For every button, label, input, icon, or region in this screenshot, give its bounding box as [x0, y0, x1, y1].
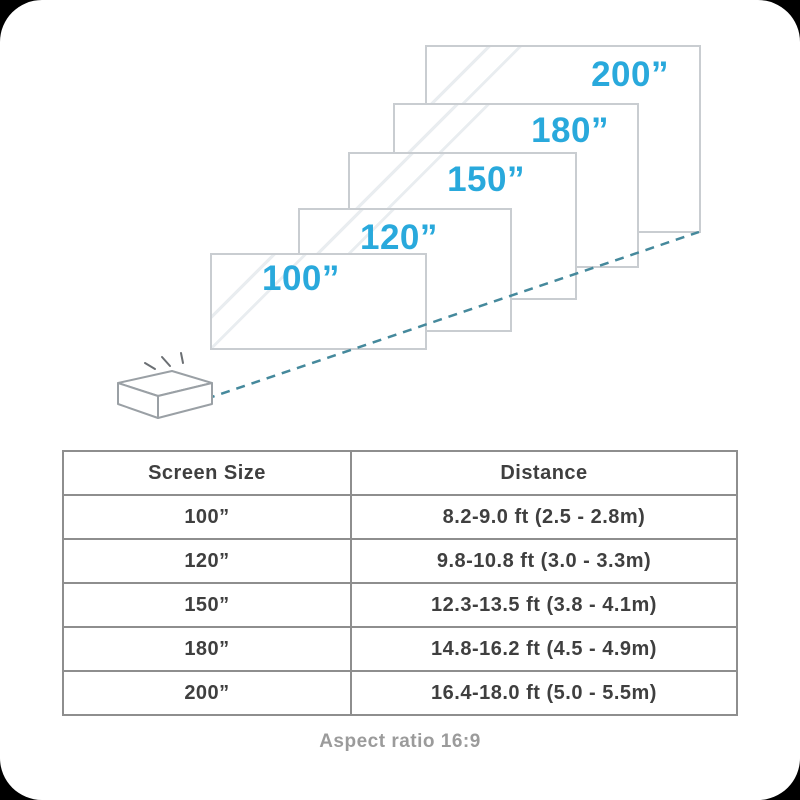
table-cell-size: 150” [184, 593, 230, 616]
table-cell-size: 180” [184, 637, 230, 660]
screen-100: 100” [210, 253, 427, 350]
screen-label-120: 120” [360, 218, 438, 257]
table-cell-size: 200” [184, 681, 230, 704]
table-header-screen-size: Screen Size [148, 461, 266, 484]
screen-label-200: 200” [591, 55, 669, 94]
table-cell-distance: 8.2-9.0 ft (2.5 - 2.8m) [350, 496, 736, 538]
projector-icon [117, 370, 213, 419]
distance-table: Screen Size Distance 100” 8.2-9.0 ft (2.… [62, 450, 738, 716]
table-cell-distance: 12.3-13.5 ft (3.8 - 4.1m) [350, 584, 736, 626]
table-cell-size: 100” [184, 505, 230, 528]
aspect-ratio-caption: Aspect ratio 16:9 [319, 731, 481, 752]
table-row: 100” 8.2-9.0 ft (2.5 - 2.8m) [64, 494, 736, 538]
table-cell-distance: 16.4-18.0 ft (5.0 - 5.5m) [350, 672, 736, 714]
projection-diagram: 200” 180” 150” 120” 100” [117, 45, 701, 419]
screen-label-180: 180” [531, 111, 609, 150]
table-row: 120” 9.8-10.8 ft (3.0 - 3.3m) [64, 538, 736, 582]
light-flash-icon [144, 352, 184, 370]
table-row: 200” 16.4-18.0 ft (5.0 - 5.5m) [64, 670, 736, 714]
screen-label-100: 100” [262, 259, 340, 298]
table-cell-size: 120” [184, 549, 230, 572]
table-row: 150” 12.3-13.5 ft (3.8 - 4.1m) [64, 582, 736, 626]
table-cell-distance: 14.8-16.2 ft (4.5 - 4.9m) [350, 628, 736, 670]
table-row: 180” 14.8-16.2 ft (4.5 - 4.9m) [64, 626, 736, 670]
table-header-distance: Distance [350, 452, 736, 494]
screen-label-150: 150” [447, 160, 525, 199]
table-cell-distance: 9.8-10.8 ft (3.0 - 3.3m) [350, 540, 736, 582]
table-header-row: Screen Size Distance [64, 452, 736, 494]
